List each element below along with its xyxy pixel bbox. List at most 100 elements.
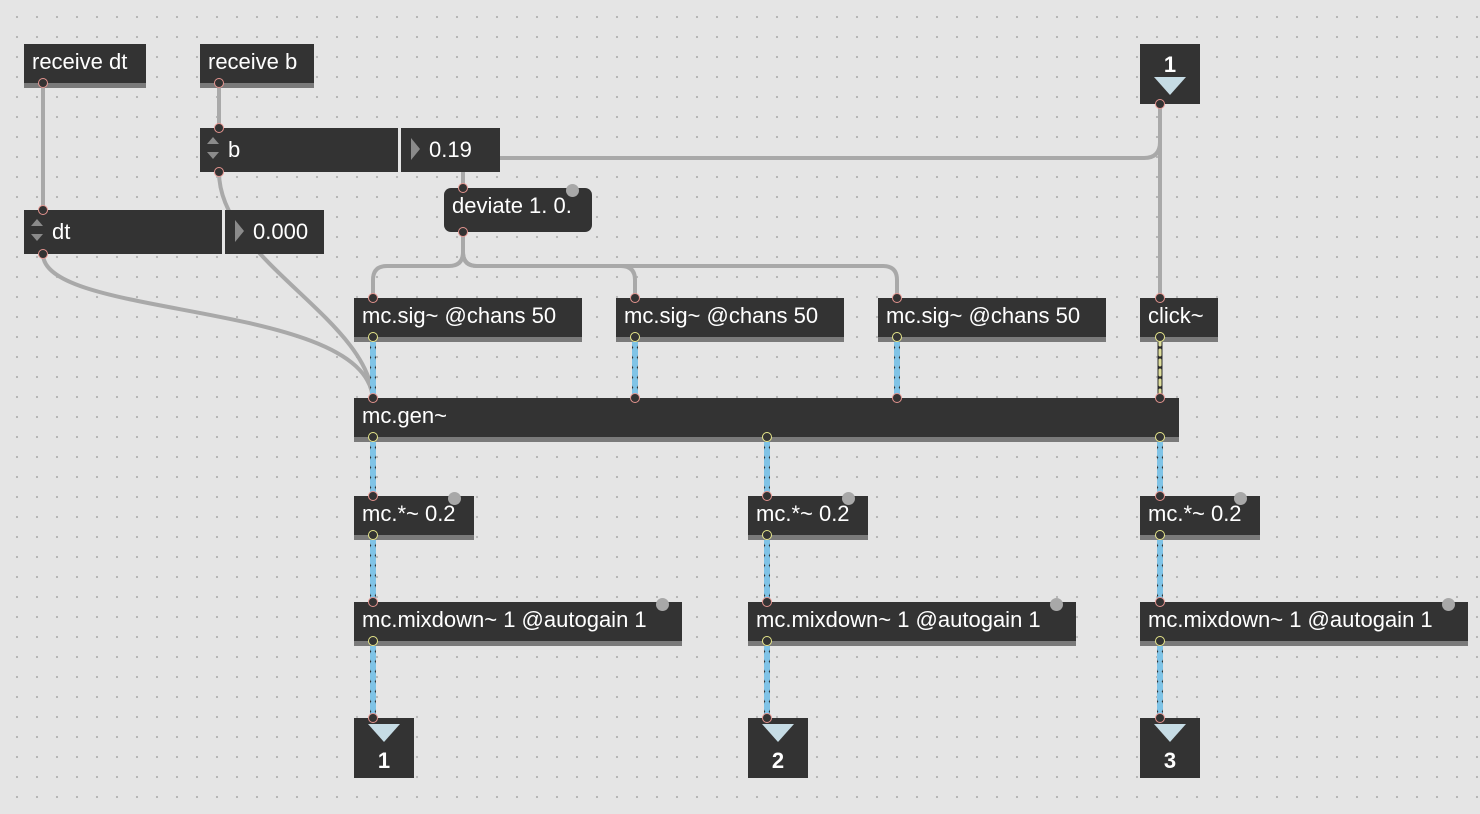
- cord-b-to-gen: [217, 170, 375, 404]
- object-label: mc.*~ 0.2: [1148, 501, 1242, 526]
- inlet-port[interactable]: [762, 491, 772, 501]
- param-b-value[interactable]: 0.19: [401, 128, 500, 172]
- object-label: mc.sig~ @chans 50: [886, 303, 1081, 328]
- inlet-port[interactable]: [458, 183, 468, 193]
- right-inlet-knob[interactable]: [656, 598, 669, 611]
- outlet-port[interactable]: [368, 636, 378, 646]
- param-value: 0.19: [429, 137, 472, 162]
- outlet-port[interactable]: [38, 249, 48, 259]
- outlet-arrow-icon: [762, 724, 794, 742]
- inlet-port-1[interactable]: [368, 393, 378, 403]
- outlet-port[interactable]: [458, 227, 468, 237]
- deviate-object[interactable]: deviate 1. 0.: [444, 183, 592, 237]
- param-value: 0.000: [253, 219, 309, 244]
- outlet-port[interactable]: [762, 636, 772, 646]
- click-object[interactable]: click~: [1140, 293, 1218, 342]
- receive-dt-object[interactable]: receive dt: [24, 44, 146, 88]
- object-label: mc.*~ 0.2: [756, 501, 850, 526]
- mc-gen-object[interactable]: mc.gen~: [354, 393, 1179, 442]
- mc-mixdown-object-2[interactable]: mc.mixdown~ 1 @autogain 1: [748, 597, 1076, 646]
- inlet-port-3[interactable]: [892, 393, 902, 403]
- mc-mixdown-object-1[interactable]: mc.mixdown~ 1 @autogain 1: [354, 597, 682, 646]
- spinner-icon[interactable]: [206, 135, 220, 161]
- outlet-port[interactable]: [214, 78, 224, 88]
- spinner-icon[interactable]: [30, 217, 44, 243]
- mc-mixdown-object-3[interactable]: mc.mixdown~ 1 @autogain 1: [1140, 597, 1468, 646]
- cord-deviate-to-sig1: [371, 228, 465, 302]
- param-dt-value[interactable]: 0.000: [225, 210, 324, 254]
- inlet-port[interactable]: [1155, 293, 1165, 303]
- outlet-1[interactable]: 1: [354, 713, 414, 778]
- inlet-port[interactable]: [368, 491, 378, 501]
- object-label: click~: [1148, 303, 1204, 328]
- right-inlet-knob[interactable]: [1234, 492, 1247, 505]
- mc-sig-object-2[interactable]: mc.sig~ @chans 50: [616, 293, 844, 342]
- object-label: mc.sig~ @chans 50: [624, 303, 819, 328]
- object-label: mc.gen~: [362, 403, 447, 428]
- mc-mul-object-2[interactable]: mc.*~ 0.2: [748, 491, 868, 540]
- right-inlet-knob[interactable]: [566, 184, 579, 197]
- outlet-port-3[interactable]: [1155, 432, 1165, 442]
- outlet-port-1[interactable]: [368, 432, 378, 442]
- right-inlet-knob[interactable]: [1050, 598, 1063, 611]
- object-label: deviate 1. 0.: [452, 193, 572, 218]
- cord-dt-to-gen: [41, 252, 375, 404]
- inlet-port-4[interactable]: [1155, 393, 1165, 403]
- param-name: dt: [52, 219, 71, 244]
- inlet-port[interactable]: [368, 713, 378, 723]
- object-label: mc.mixdown~ 1 @autogain 1: [756, 607, 1041, 632]
- inlet-port-2[interactable]: [630, 393, 640, 403]
- inlet-port[interactable]: [368, 293, 378, 303]
- outlet-number: 1: [377, 748, 391, 773]
- object-label: mc.mixdown~ 1 @autogain 1: [1148, 607, 1433, 632]
- outlet-port[interactable]: [214, 167, 224, 177]
- inlet-port[interactable]: [630, 293, 640, 303]
- object-label: mc.sig~ @chans 50: [362, 303, 557, 328]
- param-name: b: [228, 137, 241, 162]
- number-arrow-icon: [235, 220, 244, 242]
- outlet-port-2[interactable]: [762, 432, 772, 442]
- inlet-port[interactable]: [892, 293, 902, 303]
- inlet-port[interactable]: [1155, 713, 1165, 723]
- param-dt-numbox[interactable]: dt: [24, 205, 222, 259]
- inlet-port[interactable]: [214, 123, 224, 133]
- mc-mul-object-1[interactable]: mc.*~ 0.2: [354, 491, 474, 540]
- object-label: receive b: [208, 49, 298, 74]
- outlet-port[interactable]: [1155, 99, 1165, 109]
- right-inlet-knob[interactable]: [448, 492, 461, 505]
- outlet-port[interactable]: [1155, 332, 1165, 342]
- outlet-port[interactable]: [762, 530, 772, 540]
- outlet-port[interactable]: [368, 530, 378, 540]
- inlet-port[interactable]: [762, 597, 772, 607]
- inlet-port[interactable]: [368, 597, 378, 607]
- outlet-port[interactable]: [368, 332, 378, 342]
- inlet-arrow-icon: [1154, 77, 1186, 95]
- outlet-port[interactable]: [630, 332, 640, 342]
- inlet-port[interactable]: [38, 205, 48, 215]
- outlet-arrow-icon: [1154, 724, 1186, 742]
- outlet-3[interactable]: 3: [1140, 713, 1200, 778]
- inlet-port[interactable]: [1155, 491, 1165, 501]
- outlet-port[interactable]: [38, 78, 48, 88]
- object-label: receive dt: [32, 49, 128, 74]
- right-inlet-knob[interactable]: [842, 492, 855, 505]
- object-label: mc.mixdown~ 1 @autogain 1: [362, 607, 647, 632]
- outlet-port[interactable]: [1155, 636, 1165, 646]
- right-inlet-knob[interactable]: [1442, 598, 1455, 611]
- param-b-numbox[interactable]: b: [200, 123, 398, 177]
- outlet-number: 2: [771, 748, 785, 773]
- inlet-port[interactable]: [1155, 597, 1165, 607]
- mc-mul-object-3[interactable]: mc.*~ 0.2: [1140, 491, 1260, 540]
- mc-sig-object-3[interactable]: mc.sig~ @chans 50: [878, 293, 1106, 342]
- outlet-2[interactable]: 2: [748, 713, 808, 778]
- outlet-port[interactable]: [892, 332, 902, 342]
- outlet-port[interactable]: [1155, 530, 1165, 540]
- receive-b-object[interactable]: receive b: [200, 44, 314, 88]
- outlet-number: 3: [1163, 748, 1177, 773]
- cord-inlet-to-deviate: [461, 98, 1162, 190]
- outlet-arrow-icon: [368, 724, 400, 742]
- inlet-1[interactable]: 1: [1140, 44, 1200, 109]
- inlet-port[interactable]: [762, 713, 772, 723]
- mc-sig-object-1[interactable]: mc.sig~ @chans 50: [354, 293, 582, 342]
